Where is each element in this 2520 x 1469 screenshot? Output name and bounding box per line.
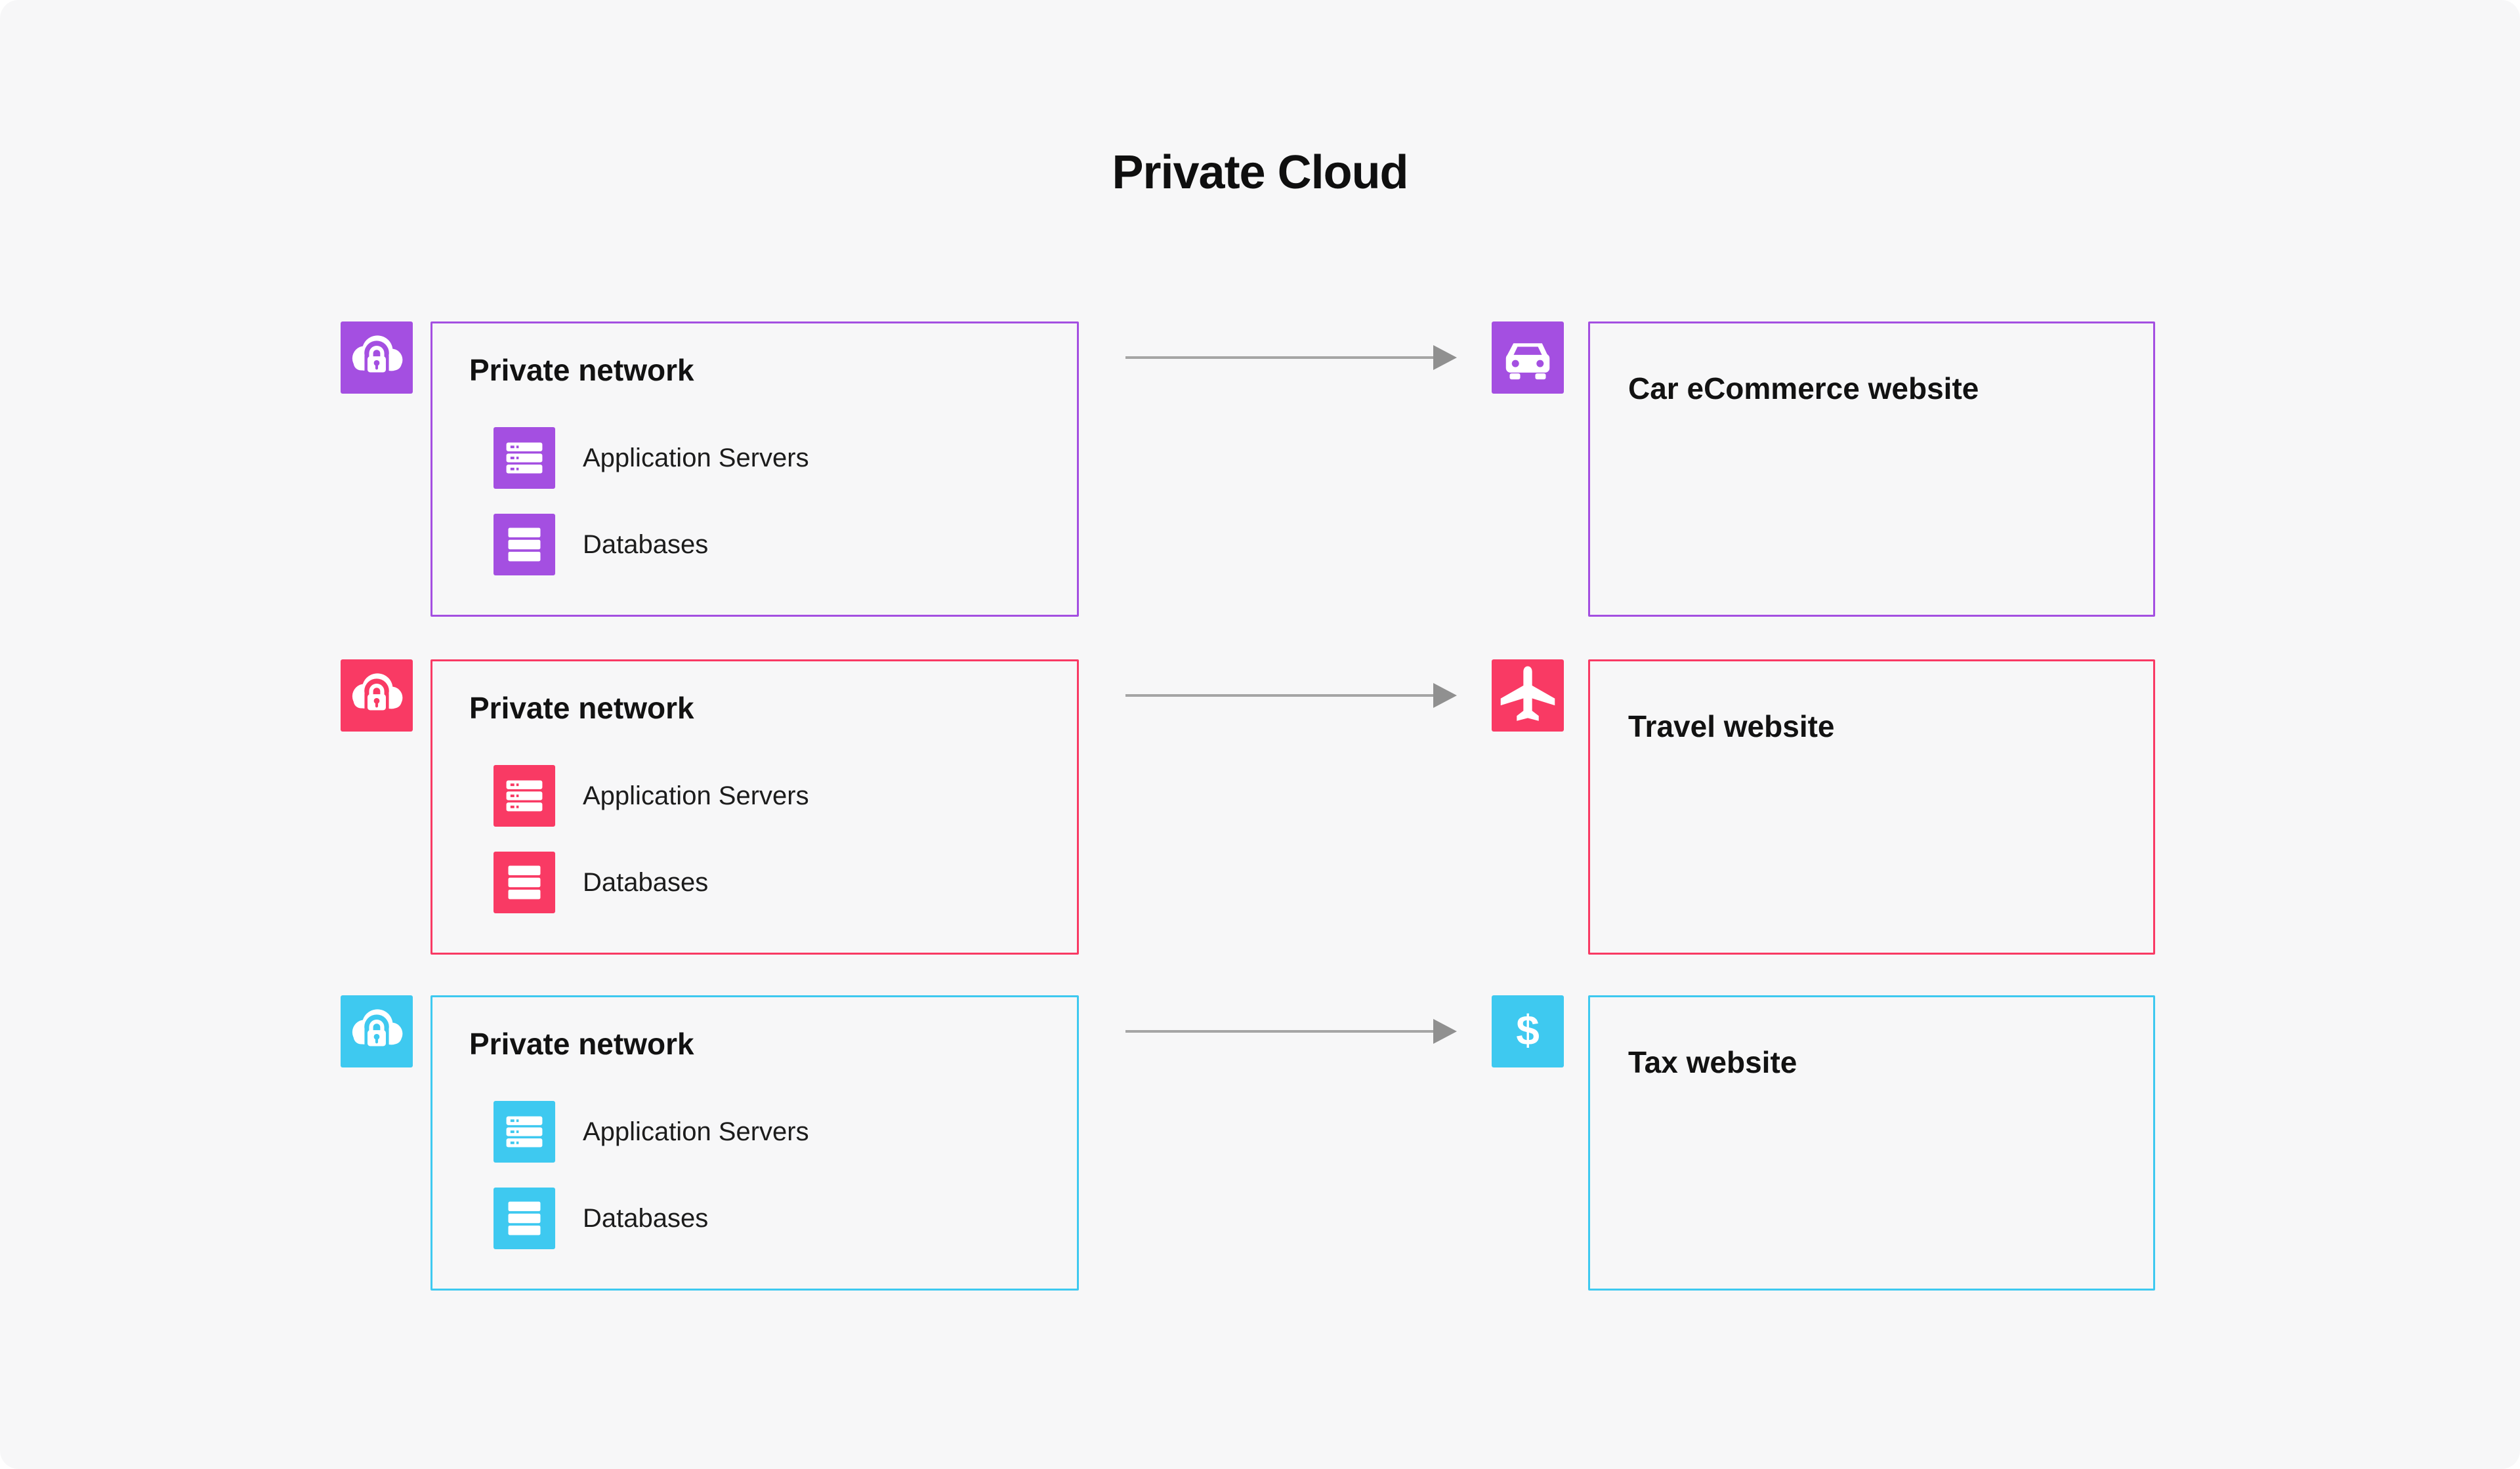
website-label: Tax website [1628, 1045, 1797, 1079]
application-servers-label: Application Servers [583, 443, 809, 472]
private-network-box: Private network [430, 995, 1079, 1291]
arrow-line [1125, 356, 1435, 359]
website-label: Car eCommerce website [1628, 371, 1979, 405]
arrow-head-icon [1433, 1019, 1457, 1044]
arrow-head-icon [1433, 345, 1457, 370]
databases-icon [494, 852, 555, 913]
airplane-icon [1492, 659, 1564, 732]
travel-website-box: Travel website [1588, 659, 2155, 955]
application-servers-label: Application Servers [583, 781, 809, 810]
right-arrow [1125, 682, 1457, 709]
application-servers-icon [494, 765, 555, 827]
right-arrow [1125, 1018, 1457, 1045]
application-servers-item: Application Servers [494, 427, 809, 489]
application-servers-item: Application Servers [494, 765, 809, 827]
databases-item: Databases [494, 1188, 708, 1249]
private-network-box: Private network [430, 659, 1079, 955]
private-network-row-1: Private network [341, 321, 2496, 617]
cloud-lock-icon [341, 659, 413, 732]
private-network-title: Private network [469, 353, 694, 387]
arrow-head-icon [1433, 683, 1457, 708]
website-label: Travel website [1628, 709, 1835, 743]
application-servers-label: Application Servers [583, 1117, 809, 1146]
application-servers-icon [494, 427, 555, 489]
arrow-line [1125, 694, 1435, 697]
dollar-glyph: $ [1516, 1006, 1540, 1054]
application-servers-icon [494, 1101, 555, 1163]
databases-item: Databases [494, 852, 708, 913]
application-servers-item: Application Servers [494, 1101, 809, 1163]
tax-website-box: Tax website [1588, 995, 2155, 1291]
private-network-row-3: Private network [341, 995, 2496, 1291]
right-arrow [1125, 344, 1457, 371]
arrow-line [1125, 1030, 1435, 1033]
databases-icon [494, 1188, 555, 1249]
databases-label: Databases [583, 867, 709, 897]
page-title: Private Cloud [1112, 146, 1408, 199]
dollar-icon: $ [1492, 995, 1564, 1067]
car-icon [1492, 321, 1564, 394]
private-network-title: Private network [469, 691, 694, 725]
cloud-lock-icon [341, 321, 413, 394]
private-network-row-2: Private network [341, 659, 2496, 955]
databases-icon [494, 514, 555, 575]
car-ecommerce-website-box: Car eCommerce website [1588, 321, 2155, 617]
cloud-lock-icon [341, 995, 413, 1067]
private-network-box: Private network [430, 321, 1079, 617]
databases-item: Databases [494, 514, 708, 575]
databases-label: Databases [583, 529, 709, 559]
private-network-title: Private network [469, 1027, 694, 1061]
databases-label: Databases [583, 1203, 709, 1233]
